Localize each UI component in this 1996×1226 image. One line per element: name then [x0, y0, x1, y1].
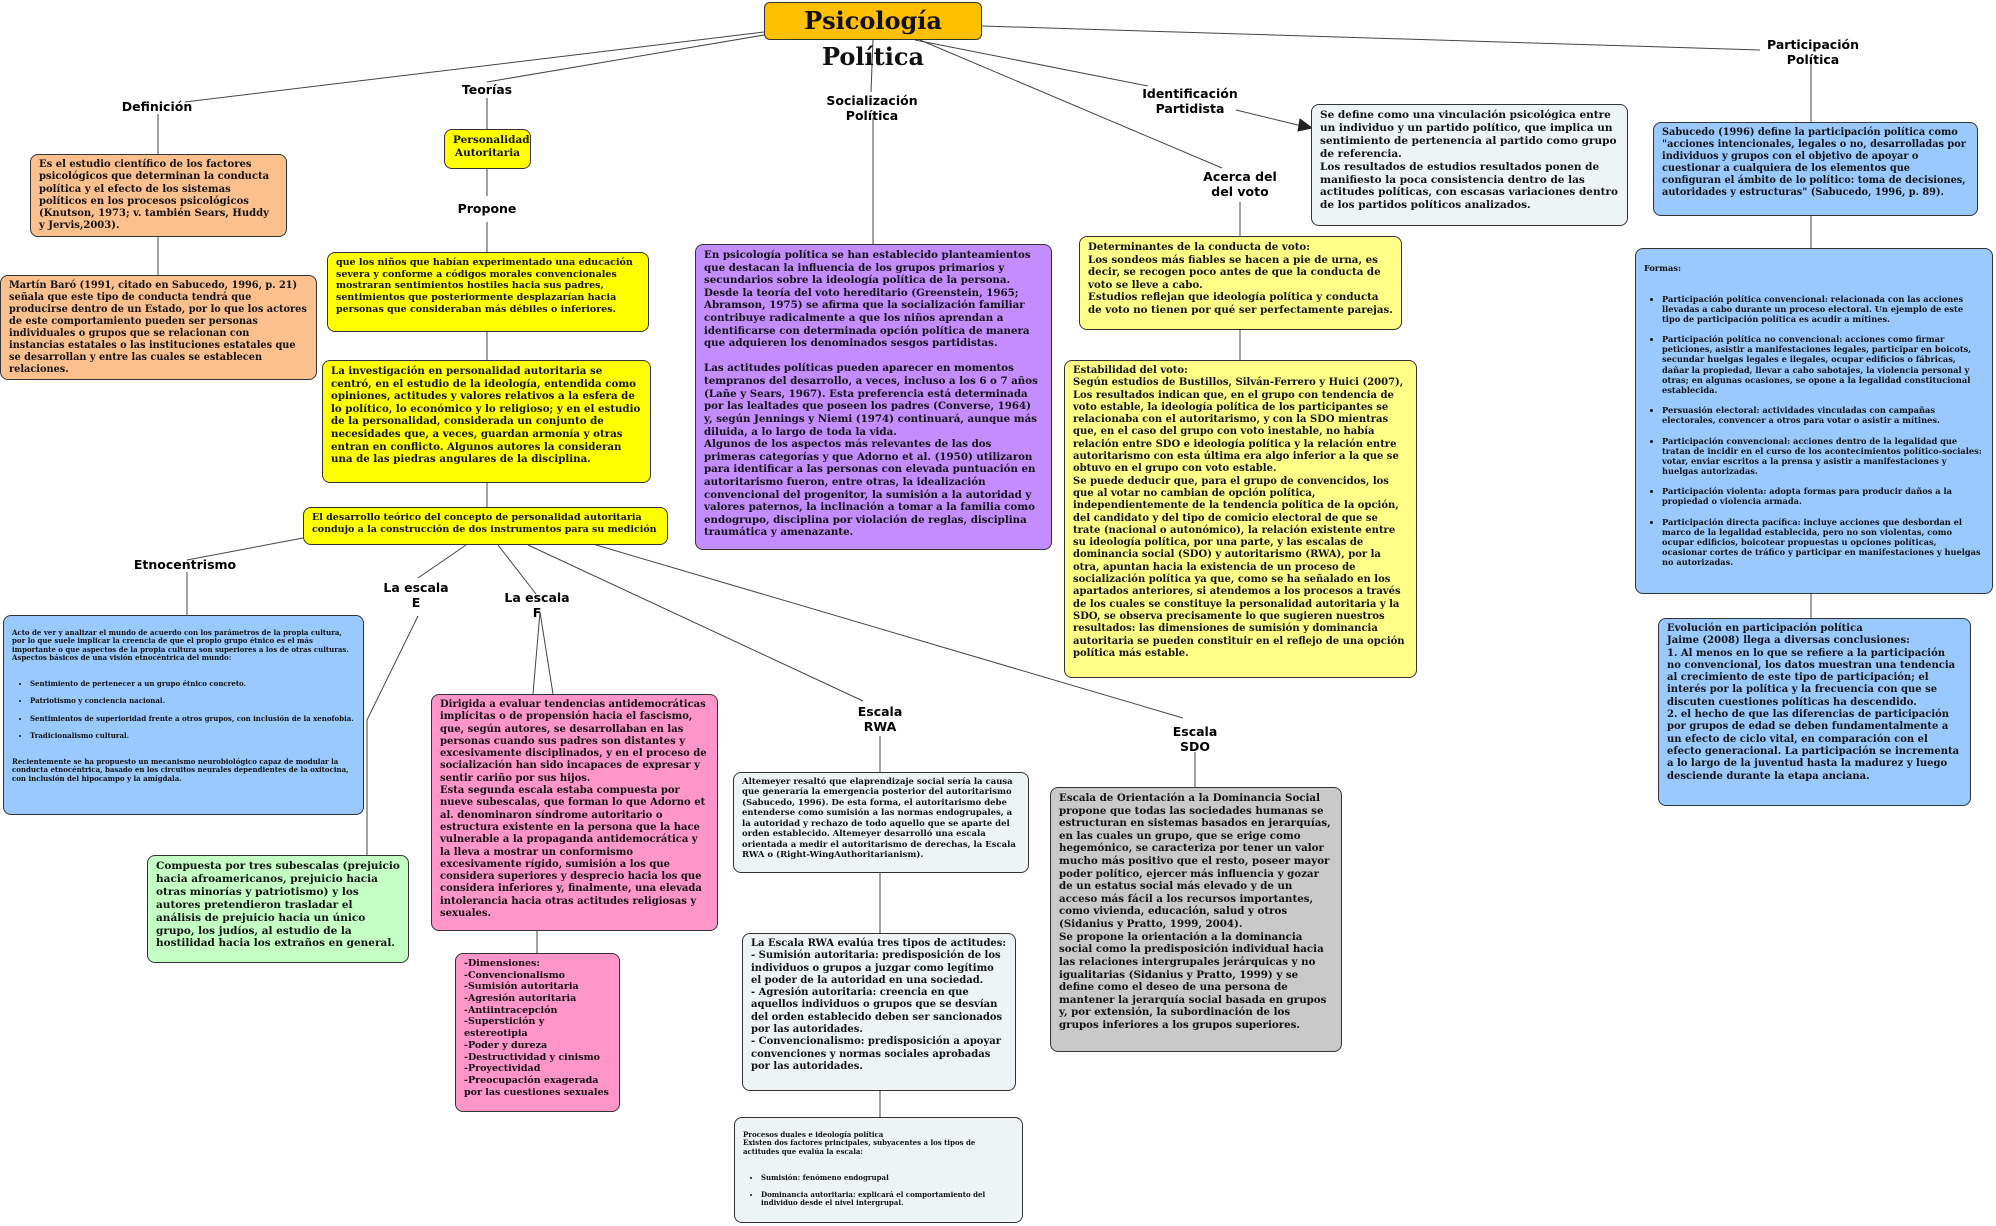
socializacion-box: En psicología política se han establecid…	[695, 244, 1052, 550]
rwa-procesos-intro: Procesos duales e ideología política Exi…	[743, 1129, 976, 1156]
martin-baro-box: Martín Baró (1991, citado en Sabucedo, 1…	[0, 275, 317, 380]
personalidad-autoritaria-box: Personalidad Autoritaria	[444, 129, 531, 169]
label-escala-sdo: Escala SDO	[1172, 724, 1218, 754]
etnocentrismo-item: Sentimientos de superioridad frente a ot…	[30, 714, 355, 724]
label-definicion: Definición	[121, 99, 193, 114]
sdo-box: Escala de Orientación a la Dominancia So…	[1050, 787, 1342, 1052]
label-escala-f: La escala F	[504, 590, 570, 620]
etnocentrismo-item: Tradicionalismo cultural.	[30, 731, 355, 741]
rwa-procesos-box: Procesos duales e ideología política Exi…	[734, 1117, 1023, 1223]
definicion-box: Es el estudio científico de los factores…	[30, 154, 287, 237]
escala-f-box: Dirigida a evaluar tendencias antidemocr…	[431, 694, 718, 931]
voto-determinantes-box: Determinantes de la conducta de voto: Lo…	[1079, 236, 1402, 330]
rwa-altemeyer-box: Altemeyer resaltó que elaprendizaje soci…	[733, 772, 1029, 873]
etnocentrismo-item: Patriotismo y conciencia nacional.	[30, 697, 355, 706]
formas-item: Participación directa pacífica: incluye …	[1662, 517, 1984, 568]
label-escala-rwa: Escala RWA	[857, 704, 903, 734]
formas-title: Formas:	[1644, 263, 1682, 274]
escala-e-box: Compuesta por tres subescalas (prejuicio…	[147, 855, 409, 963]
rwa-procesos-item: Sumisión: fenómeno endogrupal	[761, 1173, 1014, 1183]
label-escala-e: La escala E	[383, 580, 449, 610]
label-propone: Propone	[457, 201, 517, 216]
etnocentrismo-item: Sentimiento de pertenecer a un grupo étn…	[30, 680, 355, 689]
propone-box-1: que los niños que habían experimentado u…	[327, 252, 649, 332]
label-etnocentrismo: Etnocentrismo	[133, 557, 237, 572]
etnocentrismo-list: Sentimiento de pertenecer a un grupo étn…	[12, 672, 355, 749]
formas-item: Participación violenta: adopta formas pa…	[1662, 486, 1984, 506]
rwa-actitudes-box: La Escala RWA evalúa tres tipos de actit…	[742, 933, 1016, 1091]
etnocentrismo-outro: Recientemente se ha propuesto un mecanis…	[12, 756, 349, 783]
dimensiones-box: -Dimensiones: -Convencionalismo -Sumisió…	[455, 953, 620, 1112]
label-identificacion: Identificación Partidista	[1142, 86, 1238, 116]
etnocentrismo-intro: Acto de ver y analizar el mundo de acuer…	[12, 627, 349, 663]
etnocentrismo-box: Acto de ver y analizar el mundo de acuer…	[3, 615, 364, 815]
rwa-procesos-list: Sumisión: fenómeno endogrupal Dominancia…	[743, 1165, 1014, 1217]
formas-item: Persuasión electoral: actividades vincul…	[1662, 405, 1984, 425]
identificacion-box: Se define como una vinculación psicológi…	[1311, 104, 1628, 226]
page-title: Psicología Política	[764, 2, 982, 71]
participacion-definicion-box: Sabucedo (1996) define la participación …	[1653, 122, 1978, 216]
participacion-evolucion-box: Evolución en participación política Jaim…	[1658, 618, 1971, 806]
formas-item: Participación política convencional: rel…	[1662, 294, 1984, 324]
formas-item: Participación política no convencional: …	[1662, 334, 1984, 395]
rwa-procesos-item: Dominancia autoritaria: explicará el com…	[761, 1190, 1014, 1208]
propone-box-2: La investigación en personalidad autorit…	[322, 360, 651, 483]
label-socializacion: Socialización Política	[826, 93, 918, 123]
formas-item: Participación convencional: acciones den…	[1662, 436, 1984, 477]
participacion-formas-box: Formas: Participación política convencio…	[1635, 248, 1993, 594]
label-participacion: Participación Política	[1767, 37, 1859, 67]
formas-list: Participación política convencional: rel…	[1644, 283, 1984, 577]
desarrollo-box: El desarrollo teórico del concepto de pe…	[303, 507, 668, 545]
label-teorias: Teorías	[461, 82, 513, 97]
label-acerca-voto: Acerca del del voto	[1203, 169, 1277, 199]
voto-estabilidad-box: Estabilidad del voto: Según estudios de …	[1064, 360, 1417, 678]
